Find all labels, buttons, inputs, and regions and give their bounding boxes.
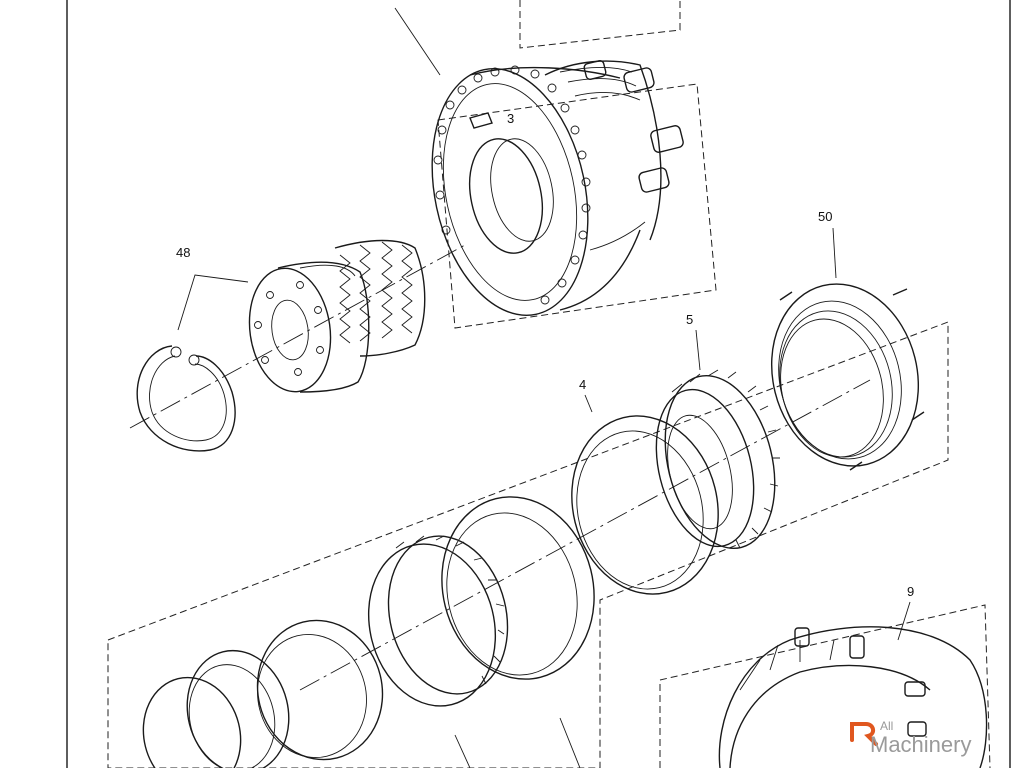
leader-9 <box>897 601 911 641</box>
leader-5 <box>695 329 701 371</box>
part-48-spline-adapter <box>248 239 426 393</box>
group-box-hub <box>437 83 717 329</box>
watermark-line2: Machinery <box>870 732 971 757</box>
callout-5: 5 <box>686 312 693 327</box>
leader-top-hub <box>394 7 441 76</box>
callout-48: 48 <box>176 245 190 260</box>
all-machinery-watermark: All Machinery <box>850 719 971 757</box>
part-9-wheel-hub <box>718 626 988 768</box>
callout-3: 3 <box>507 111 514 126</box>
all-machinery-logo-icon <box>850 722 878 746</box>
part-50-lock-nut <box>770 283 925 471</box>
watermark-line1: All <box>880 719 893 733</box>
callout-50: 50 <box>818 209 832 224</box>
part-5-roller-bearing <box>655 369 780 550</box>
part-snap-ring <box>136 345 236 452</box>
part-hub-housing <box>431 59 684 316</box>
part-seal-ring <box>441 496 595 680</box>
leader-bottom-a <box>454 734 471 768</box>
leader-48 <box>177 274 249 331</box>
axis-upper <box>129 244 466 429</box>
callout-9: 9 <box>907 584 914 599</box>
leader-bottom-b <box>559 717 581 768</box>
group-box-bearings <box>107 321 949 768</box>
axis-lower <box>299 379 871 691</box>
hub-fitting <box>469 112 493 129</box>
hub-bolt-holes <box>433 65 591 305</box>
leader-4 <box>584 394 593 413</box>
callout-4: 4 <box>579 377 586 392</box>
part-roller-bearing-lower <box>367 535 509 707</box>
group-box-top <box>519 0 681 49</box>
group-box-hub-9 <box>659 604 991 768</box>
leader-50 <box>832 227 837 279</box>
hub-studs <box>583 59 684 193</box>
part-4-bearing-cup <box>571 415 719 595</box>
part-seal-rings-lower <box>142 619 384 768</box>
